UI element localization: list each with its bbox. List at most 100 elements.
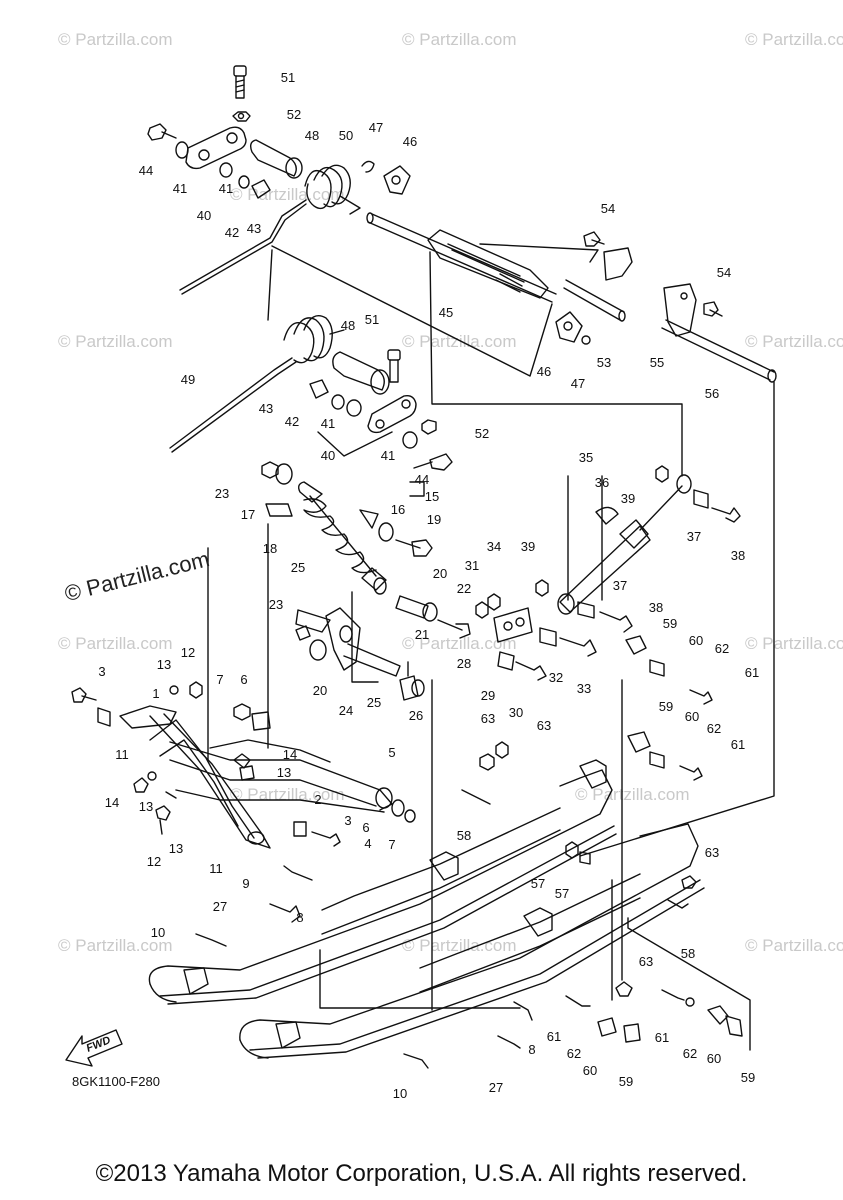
watermark: © Partzilla.com <box>58 634 173 653</box>
callout-label: 53 <box>597 355 611 370</box>
callout-label: 23 <box>215 486 229 501</box>
watermark: © Partzilla.com <box>58 332 173 351</box>
rear-shock-absorber <box>535 465 741 633</box>
callout-label: 44 <box>415 472 429 487</box>
callout-label: 26 <box>409 708 423 723</box>
callout-label: 41 <box>219 181 233 196</box>
watermark: © Partzilla.com <box>745 634 843 653</box>
watermark: © Partzilla.com <box>745 332 843 351</box>
watermark: © Partzilla.com <box>575 785 690 804</box>
callout-label: 6 <box>362 820 369 835</box>
callout-label: 46 <box>537 364 551 379</box>
callout-label: 55 <box>650 355 664 370</box>
callout-label: 60 <box>583 1063 597 1078</box>
callout-label: 38 <box>731 548 745 563</box>
callout-label: 43 <box>247 221 261 236</box>
callout-label: 60 <box>689 633 703 648</box>
callout-label: 42 <box>225 225 239 240</box>
callout-label: 48 <box>305 128 319 143</box>
callout-label: 17 <box>241 507 255 522</box>
callout-label: 36 <box>595 475 609 490</box>
callout-label: 9 <box>242 876 249 891</box>
callout-label: 61 <box>655 1030 669 1045</box>
callout-label: 52 <box>475 426 489 441</box>
callout-label: 10 <box>151 925 165 940</box>
callout-label: 4 <box>364 836 371 851</box>
diagram-code: 8GK1100-F280 <box>72 1074 160 1089</box>
callout-label: 16 <box>391 502 405 517</box>
callout-label: 5 <box>388 745 395 760</box>
callout-label: 58 <box>681 946 695 961</box>
callout-label: 62 <box>707 721 721 736</box>
callout-label: 13 <box>169 841 183 856</box>
callout-label: 23 <box>269 597 283 612</box>
callout-label: 28 <box>457 656 471 671</box>
callout-label: 32 <box>549 670 563 685</box>
callout-label: 59 <box>741 1070 755 1085</box>
callout-label: 51 <box>365 312 379 327</box>
watermark: © Partzilla.com <box>58 936 173 955</box>
callout-label: 2 <box>314 792 321 807</box>
callout-label: 7 <box>388 837 395 852</box>
callout-label: 21 <box>415 627 429 642</box>
callout-label: 27 <box>213 899 227 914</box>
upper-left-spring-assembly <box>147 65 411 295</box>
callout-label: 51 <box>281 70 295 85</box>
callout-label: 41 <box>173 181 187 196</box>
callout-label: 59 <box>619 1074 633 1089</box>
callout-label: 47 <box>369 120 383 135</box>
callout-label: 10 <box>393 1086 407 1101</box>
front-shock-absorber <box>261 461 433 595</box>
callout-label: 11 <box>115 747 129 762</box>
callout-label: 39 <box>621 491 635 506</box>
watermark: © Partzilla.com <box>745 30 843 49</box>
callout-label: 63 <box>639 954 653 969</box>
callout-label: 37 <box>613 578 627 593</box>
callout-label: 20 <box>433 566 447 581</box>
callout-label: 13 <box>157 657 171 672</box>
callout-label: 25 <box>367 695 381 710</box>
callout-label: 40 <box>321 448 335 463</box>
callout-label: 33 <box>577 681 591 696</box>
callout-label: 19 <box>427 512 441 527</box>
callout-label: 18 <box>263 541 277 556</box>
callout-label: 25 <box>291 560 305 575</box>
callout-label: 49 <box>181 372 195 387</box>
watermark: © Partzilla.com <box>402 936 517 955</box>
watermark: © Partzilla.com <box>230 785 345 804</box>
callout-label: 54 <box>601 201 615 216</box>
callout-label: 45 <box>439 305 453 320</box>
callout-label: 38 <box>649 600 663 615</box>
watermark: © Partzilla.com <box>402 30 517 49</box>
callout-label: 31 <box>465 558 479 573</box>
callout-label: 43 <box>259 401 273 416</box>
callout-label: 40 <box>197 208 211 223</box>
callout-label: 41 <box>381 448 395 463</box>
callout-label: 8 <box>528 1042 535 1057</box>
callout-label: 41 <box>321 416 335 431</box>
callout-label: 3 <box>344 813 351 828</box>
fwd-label: FWD <box>85 1034 113 1055</box>
callout-label: 1 <box>152 686 159 701</box>
callout-label: 63 <box>705 845 719 860</box>
callout-label: 22 <box>457 581 471 596</box>
callout-label: 61 <box>745 665 759 680</box>
callout-label: 57 <box>531 876 545 891</box>
callout-label: 63 <box>537 718 551 733</box>
callout-label: 52 <box>287 107 301 122</box>
callout-label: 12 <box>147 854 161 869</box>
callout-label: 62 <box>683 1046 697 1061</box>
callout-label: 14 <box>283 747 297 762</box>
callout-label: 24 <box>339 703 353 718</box>
callout-label: 61 <box>731 737 745 752</box>
callout-label: 11 <box>209 861 223 876</box>
watermark: © Partzilla.com <box>58 30 173 49</box>
upper-frame-assembly <box>267 212 777 477</box>
callout-label: 50 <box>339 128 353 143</box>
callout-label: 34 <box>487 539 501 554</box>
callout-label: 8 <box>296 910 303 925</box>
callout-label: 61 <box>547 1029 561 1044</box>
callout-label: 42 <box>285 414 299 429</box>
callout-label: 20 <box>313 683 327 698</box>
